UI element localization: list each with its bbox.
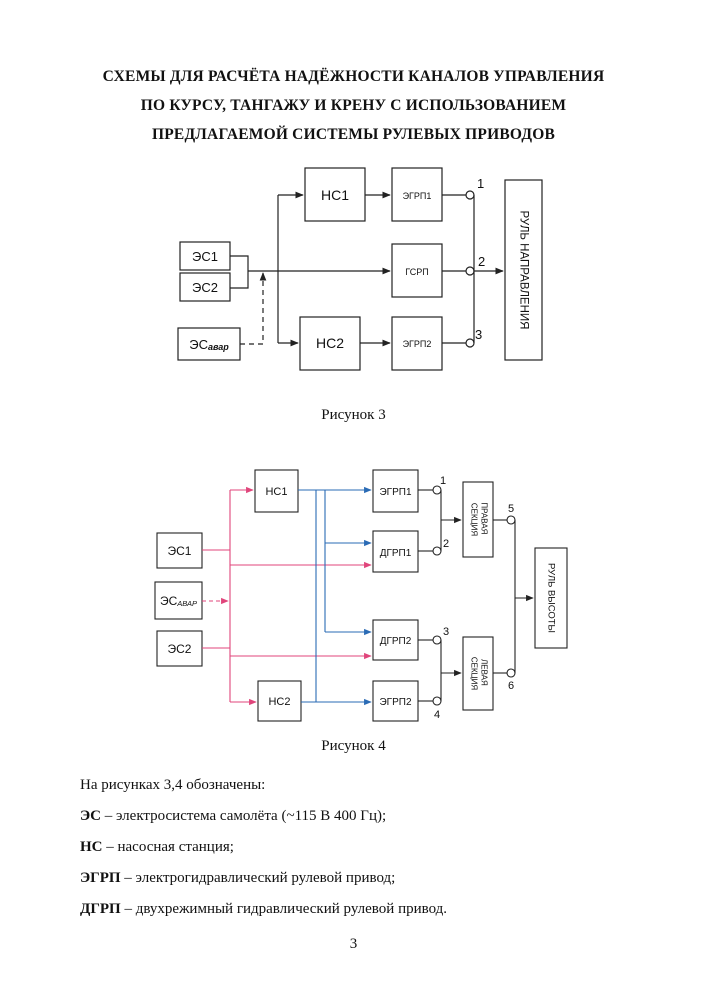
fig4-egrp1-label: ЭГРП1	[379, 487, 411, 498]
figure-3-caption: Рисунок 3	[0, 407, 707, 424]
fig4-hydraulic-lines	[298, 490, 371, 702]
legend-item-es: ЭС – электросистема самолёта (~115 В 400…	[80, 801, 680, 832]
fig4-elevator-label: РУЛЬ ВЫСОТЫ	[545, 563, 556, 633]
fig3-egrp2-label: ЭГРП2	[403, 339, 432, 349]
fig3-node-2-label: 2	[478, 254, 485, 269]
legend-term: НС	[80, 839, 103, 855]
fig3-node-2	[466, 267, 474, 275]
fig3-rudder-label: РУЛЬ НАПРАВЛЕНИЯ	[517, 211, 529, 330]
fig4-node-2-label: 2	[443, 538, 449, 550]
legend-text: – электрогидравлический рулевой привод;	[121, 870, 396, 886]
legend-term: ЭС	[80, 808, 101, 824]
fig3-ns1-label: НС1	[321, 187, 349, 203]
legend-text: – насосная станция;	[103, 839, 234, 855]
fig4-right-section-label: ПРАВАЯ СЕКЦИЯ	[470, 502, 489, 536]
legend-term: ЭГРП	[80, 870, 121, 886]
fig4-ns2-label: НС2	[268, 696, 290, 708]
fig4-node-6	[507, 669, 515, 677]
fig4-node-6-label: 6	[508, 680, 514, 692]
figure-4-labels: ЭС1 ЭСАВАР ЭС2 НС1 НС2 ЭГРП1 ДГРП1 ДГРП2…	[160, 475, 557, 721]
figure-4	[155, 470, 567, 721]
fig4-dgrp2-label: ДГРП2	[380, 636, 412, 647]
fig3-node-1-label: 1	[477, 176, 484, 191]
legend-item-dgrp: ДГРП – двухрежимный гидравлический рулев…	[80, 894, 680, 925]
legend-item-ns: НС – насосная станция;	[80, 832, 680, 863]
fig4-left-section-label: ЛЕВАЯ СЕКЦИЯ	[470, 657, 489, 690]
legend: На рисунках 3,4 обозначены: ЭС – электро…	[80, 770, 680, 925]
figure-3	[178, 168, 542, 370]
fig4-es1-label: ЭС1	[168, 544, 192, 558]
fig3-es2-label: ЭС2	[192, 280, 218, 295]
legend-item-egrp: ЭГРП – электрогидравлический рулевой при…	[80, 863, 680, 894]
page-number: 3	[0, 936, 707, 953]
fig3-gsrp-label: ГСРП	[405, 267, 428, 277]
fig3-ns2-label: НС2	[316, 335, 344, 351]
fig3-node-3-label: 3	[475, 327, 482, 342]
fig4-node-5-label: 5	[508, 503, 514, 515]
fig4-node-2	[433, 547, 441, 555]
fig4-dgrp1-label: ДГРП1	[380, 548, 412, 559]
legend-term: ДГРП	[80, 901, 121, 917]
fig4-power-lines	[202, 490, 371, 702]
fig4-node-3	[433, 636, 441, 644]
legend-intro: На рисунках 3,4 обозначены:	[80, 770, 680, 801]
fig3-node-1	[466, 191, 474, 199]
fig3-egrp1-label: ЭГРП1	[403, 191, 432, 201]
fig4-node-5	[507, 516, 515, 524]
fig4-egrp2-label: ЭГРП2	[379, 697, 411, 708]
fig3-es1-label: ЭС1	[192, 249, 218, 264]
fig3-node-3	[466, 339, 474, 347]
fig4-node-4	[433, 697, 441, 705]
legend-text: – двухрежимный гидравлический рулевой пр…	[121, 901, 447, 917]
fig4-es2-label: ЭС2	[168, 642, 192, 656]
fig4-ns1-label: НС1	[265, 486, 287, 498]
fig4-node-1-label: 1	[440, 475, 446, 487]
fig4-node-3-label: 3	[443, 626, 449, 638]
figure-4-caption: Рисунок 4	[0, 738, 707, 755]
fig4-node-4-label: 4	[434, 709, 440, 721]
fig4-node-1	[433, 486, 441, 494]
legend-text: – электросистема самолёта (~115 В 400 Гц…	[101, 808, 386, 824]
